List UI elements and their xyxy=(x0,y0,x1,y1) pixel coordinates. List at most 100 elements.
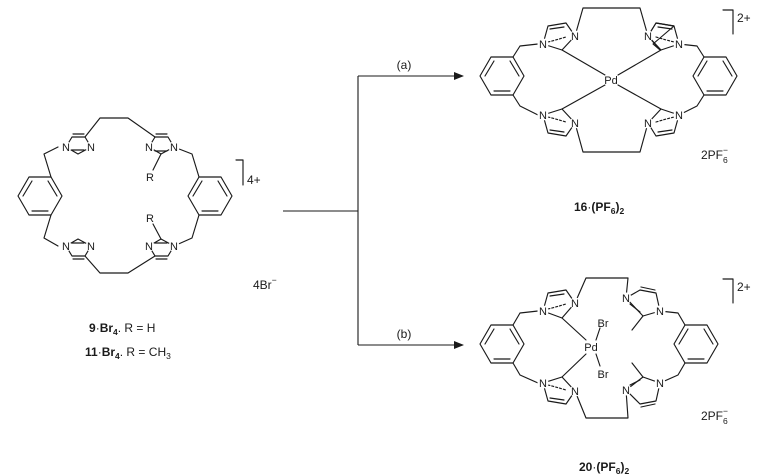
ethylene-bridge xyxy=(84,255,156,274)
metal-pd: Pd xyxy=(604,75,617,87)
ethylene-bridge xyxy=(574,389,629,419)
reactant-charge: 4+ xyxy=(247,173,261,187)
compound-label-9: 9·Br4. R = H xyxy=(89,321,155,337)
methylene-linker xyxy=(678,94,705,116)
imidazolium-ring xyxy=(65,133,92,155)
ethylene-bridge xyxy=(84,117,156,138)
methylene-linker xyxy=(678,43,705,58)
pd-carbene-bond xyxy=(561,84,606,110)
imidazolium-ring xyxy=(148,133,175,155)
pd-carbene-bond xyxy=(561,317,587,341)
atom-n: N xyxy=(571,31,579,43)
imidazolium-ring xyxy=(625,376,661,408)
atom-n: N xyxy=(675,110,683,122)
pd-carbene-bond xyxy=(561,353,587,378)
pd-carbene-bond xyxy=(617,49,662,76)
product-b-charge: 2+ xyxy=(737,280,751,294)
atom-n: N xyxy=(539,378,547,390)
methylene-linker xyxy=(512,94,539,116)
reactant-counterion: 4Br− xyxy=(253,275,277,292)
methylene-linker xyxy=(512,310,539,326)
nitrogen-labels: N N N N N N N N xyxy=(537,292,666,398)
ligand-br-top: Br xyxy=(598,318,609,330)
atom-n: N xyxy=(539,110,547,122)
reaction-arrows: (a) (b) xyxy=(283,58,464,349)
substituent-r-upper: R xyxy=(146,172,154,184)
methylene-linker xyxy=(659,310,686,326)
charge-bracket xyxy=(235,159,244,186)
imidazolium-ring xyxy=(65,238,92,260)
methylene-linker xyxy=(173,214,200,247)
nitrogen-labels: N N N N N N N N xyxy=(60,141,180,253)
condition-b: (b) xyxy=(397,327,412,341)
atom-n: N xyxy=(644,118,652,130)
atom-n: N xyxy=(170,241,178,253)
benzene-ring-left xyxy=(479,56,525,96)
product-b-counterion: 2PF−6 xyxy=(701,406,728,426)
atom-n: N xyxy=(571,298,579,310)
methylene-linker xyxy=(512,43,539,58)
nhc-ring xyxy=(647,108,680,137)
atom-n: N xyxy=(62,142,70,154)
atom-n: N xyxy=(170,142,178,154)
nhc-ring xyxy=(542,108,576,137)
product-a-charge: 2+ xyxy=(737,11,751,25)
product-a-counterion: 2PF−6 xyxy=(701,145,728,165)
atom-n: N xyxy=(145,142,153,154)
methyl-bond xyxy=(631,315,644,331)
product-a-structure: N N N N N N N N Pd 2+ 2PF−6 16·(PF6)2 xyxy=(479,7,751,216)
atom-n: N xyxy=(145,241,153,253)
compound-label-20: 20·(PF6)2 xyxy=(579,460,629,476)
atom-n: N xyxy=(656,378,664,390)
condition-a: (a) xyxy=(397,58,412,72)
compound-label-16: 16·(PF6)2 xyxy=(574,200,624,216)
atom-n: N xyxy=(62,241,70,253)
methylene-linker xyxy=(43,146,59,178)
nitrogen-labels: N N N N N N N N xyxy=(537,30,685,130)
methylene-linker xyxy=(43,214,59,247)
atom-n: N xyxy=(675,39,683,51)
atom-n: N xyxy=(87,241,95,253)
atom-n: N xyxy=(622,385,630,397)
ligand-br-bottom: Br xyxy=(598,369,609,381)
atom-n: N xyxy=(571,118,579,130)
pd-carbene-bond xyxy=(617,84,662,110)
benzene-ring-left xyxy=(17,176,63,216)
atom-n: N xyxy=(539,306,547,318)
imidazolium-ring xyxy=(148,238,175,260)
benzene-ring-right xyxy=(673,324,719,364)
reactant-structure: N N N N N N N N R R 4+ 4Br− 9·Br4. R = H… xyxy=(17,117,277,361)
ethylene-bridge xyxy=(574,277,629,304)
charge-bracket xyxy=(722,9,734,35)
atom-n: N xyxy=(622,293,630,305)
methylene-linker xyxy=(512,362,539,384)
nhc-ring xyxy=(542,289,576,319)
methylene-linker xyxy=(173,146,200,178)
r-bond xyxy=(152,153,162,171)
nhc-ring xyxy=(647,22,680,51)
substituent-r-lower: R xyxy=(146,213,154,225)
charge-bracket xyxy=(722,278,734,304)
benzene-ring-right xyxy=(692,56,738,96)
nhc-ring xyxy=(542,22,576,51)
nhc-ring xyxy=(542,376,576,405)
imidazolium-ring xyxy=(625,286,661,317)
methyl-bond xyxy=(631,362,644,378)
methylene-linker xyxy=(659,362,686,384)
pd-br-bond xyxy=(595,327,601,341)
pd-br-bond xyxy=(595,353,601,367)
product-b-structure: N N N N N N N N Pd Br Br 2+ 2PF−6 20·(PF… xyxy=(479,277,751,476)
atom-n: N xyxy=(656,306,664,318)
atom-n: N xyxy=(644,31,652,43)
benzene-ring-right xyxy=(187,176,233,216)
ethylene-bridge xyxy=(574,122,649,153)
compound-label-11: 11·Br4. R = CH3 xyxy=(85,345,171,361)
atom-n: N xyxy=(87,142,95,154)
ethylene-bridge xyxy=(574,7,649,37)
atom-n: N xyxy=(539,39,547,51)
benzene-ring-left xyxy=(479,324,525,364)
metal-pd: Pd xyxy=(584,342,597,354)
pd-carbene-bond xyxy=(561,49,606,76)
atom-n: N xyxy=(571,386,579,398)
